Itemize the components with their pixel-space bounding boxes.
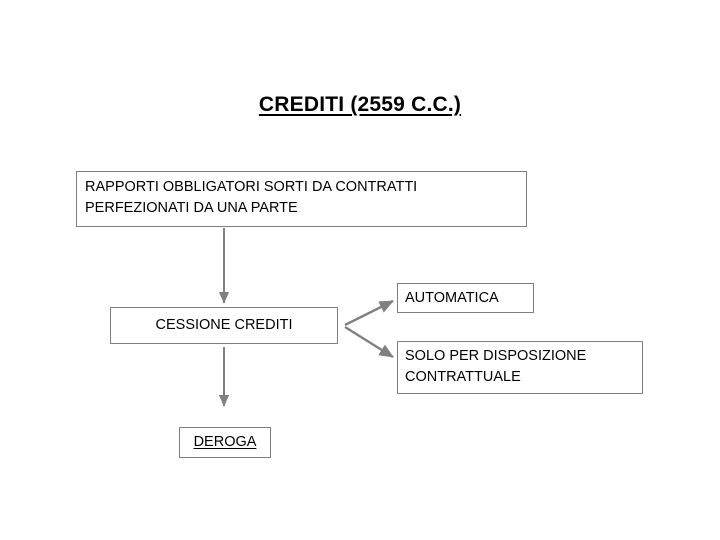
node-deroga-label: DEROGA	[193, 433, 257, 450]
node-cessione-label: CESSIONE CREDITI	[155, 316, 293, 333]
node-deroga: DEROGA	[179, 427, 271, 458]
node-automatica: AUTOMATICA	[397, 283, 534, 313]
node-cessione-crediti: CESSIONE CREDITI	[110, 307, 338, 344]
node-solo-per-disposizione-label: SOLO PER DISPOSIZIONE CONTRATTUALE	[405, 348, 587, 386]
node-solo-per-disposizione-contrattuale: SOLO PER DISPOSIZIONE CONTRATTUALE	[397, 341, 643, 394]
connector-cessione-to-automatica	[344, 299, 394, 327]
node-rapporti-label: RAPPORTI OBBLIGATORI SORTI DA CONTRATTI …	[85, 179, 418, 217]
node-rapporti-obbligatori: RAPPORTI OBBLIGATORI SORTI DA CONTRATTI …	[76, 171, 527, 227]
connector-cessione-to-solo-per-disposizione	[344, 325, 394, 359]
page-title: CREDITI (2559 C.C.)	[258, 93, 462, 116]
node-automatica-label: AUTOMATICA	[405, 290, 499, 306]
